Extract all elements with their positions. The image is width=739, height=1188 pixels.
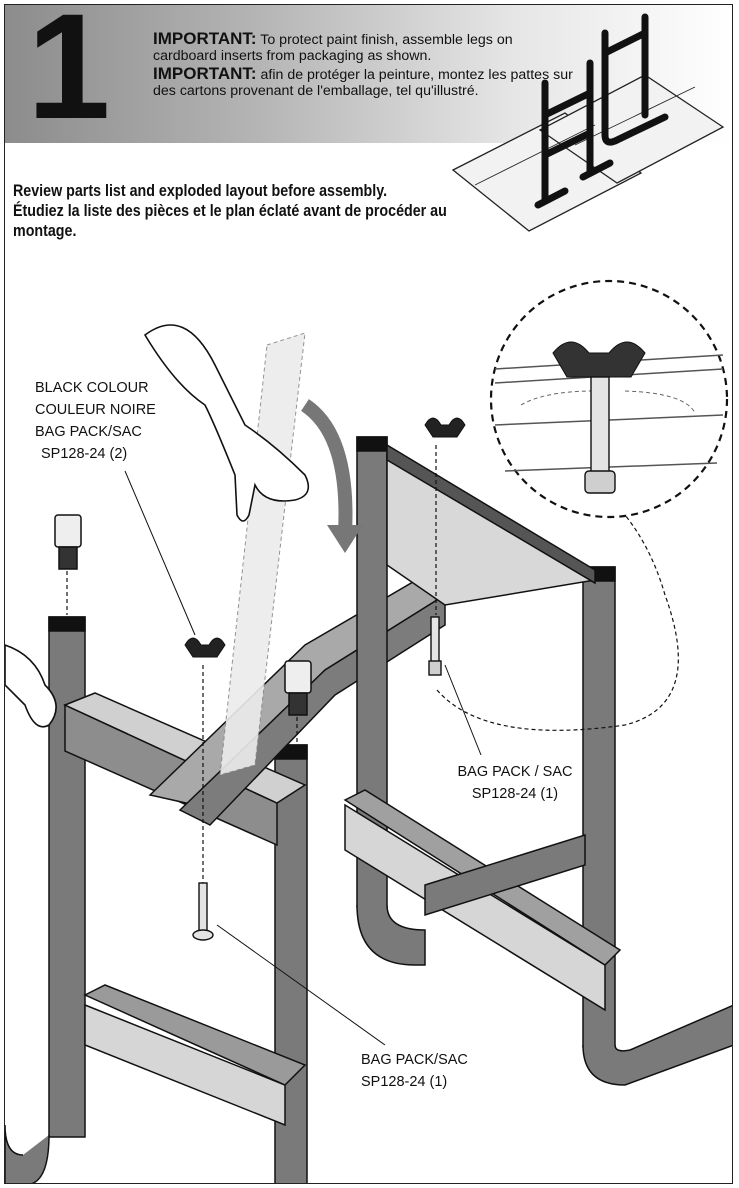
assembly-illustration [5, 13, 732, 1183]
right-leg-frame [343, 436, 732, 1086]
rotate-arrow-head [327, 525, 363, 553]
callout-caps-colour-en: BLACK COLOUR [35, 380, 149, 396]
callout-bottom-bolt-bag: BAG PACK/SAC [361, 1052, 468, 1068]
rotate-arrow-icon [300, 399, 353, 534]
callout-right-bolt: BAG PACK / SAC SP128-24 (1) [435, 761, 595, 805]
callout-caps: BLACK COLOUR COULEUR NOIRE BAG PACK/SAC … [35, 377, 156, 465]
step-number: 1 [27, 4, 110, 150]
callout-right-bolt-part: SP128-24 (1) [471, 786, 559, 802]
callout-right-bolt-bag: BAG PACK / SAC [457, 764, 573, 780]
callout-bottom-bolt: BAG PACK/SAC SP128-24 (1) [361, 1049, 468, 1093]
callout-caps-bag: BAG PACK/SAC [35, 424, 142, 440]
callout-caps-colour-fr: COULEUR NOIRE [35, 402, 156, 418]
review-text-fr: Étudiez la liste des pièces et le plan é… [13, 201, 447, 240]
wing-nut-icon [184, 417, 466, 658]
instruction-page: 1 IMPORTANT: To protect paint finish, as… [4, 4, 733, 1184]
review-instructions: Review parts list and exploded layout be… [13, 181, 477, 241]
review-text-en: Review parts list and exploded layout be… [13, 181, 388, 200]
alignment-guides [66, 445, 679, 885]
bolt-icon [192, 616, 442, 941]
mini-leg-frame-illustration [534, 13, 669, 209]
leg-cap-icon [54, 514, 312, 716]
callout-bottom-bolt-part: SP128-24 (1) [361, 1074, 448, 1090]
callout-caps-part: SP128-24 (2) [41, 446, 128, 462]
important-note-en: IMPORTANT: To protect paint finish, asse… [153, 29, 513, 64]
detail-magnifier-icon [489, 279, 729, 519]
important-note-fr: IMPORTANT: afin de protéger la peinture,… [153, 64, 573, 99]
hand-icon [5, 324, 310, 728]
important-note: IMPORTANT: To protect paint finish, asse… [153, 29, 573, 99]
ghost-leg-outline [219, 332, 306, 776]
